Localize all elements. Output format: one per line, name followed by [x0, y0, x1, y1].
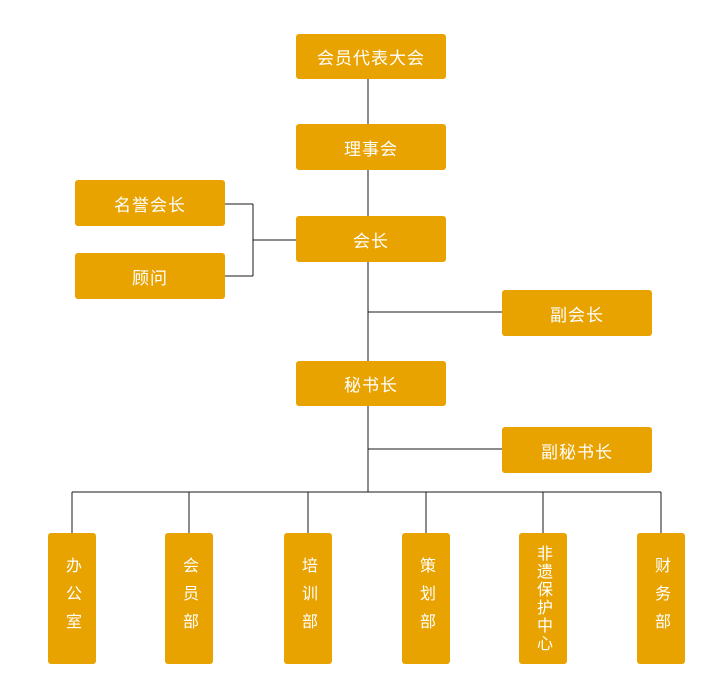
node-secretary-general-label: 秘书长 [344, 376, 398, 396]
node-vice-president: 副会长 [502, 290, 652, 336]
node-advisor-label: 顾问 [132, 268, 168, 289]
node-president-label: 会长 [353, 231, 389, 252]
dept-planning: 策划部 [402, 533, 450, 664]
dept-finance: 财务部 [637, 533, 685, 664]
node-council: 理事会 [296, 124, 446, 170]
node-council-label: 理事会 [344, 139, 398, 160]
dept-heritage-center: 非遗保护中心 [519, 533, 567, 664]
node-congress: 会员代表大会 [296, 34, 446, 79]
dept-heritage-center-label: 非遗保护中心 [534, 544, 553, 653]
node-secretary-general: 秘书长 [296, 361, 446, 406]
node-honorary-president: 名誉会长 [75, 180, 225, 226]
dept-membership-label: 会员部 [180, 556, 199, 641]
dept-planning-label: 策划部 [417, 556, 436, 641]
node-vice-president-label: 副会长 [550, 305, 604, 326]
node-president: 会长 [296, 216, 446, 262]
dept-membership: 会员部 [165, 533, 213, 664]
dept-office-label: 办公室 [63, 556, 82, 641]
node-advisor: 顾问 [75, 253, 225, 299]
node-deputy-secretary-general-label: 副秘书长 [541, 442, 613, 463]
dept-training-label: 培训部 [299, 556, 318, 641]
dept-finance-label: 财务部 [652, 556, 671, 641]
node-congress-label: 会员代表大会 [317, 49, 425, 69]
dept-training: 培训部 [284, 533, 332, 664]
node-honorary-president-label: 名誉会长 [114, 195, 186, 216]
node-deputy-secretary-general: 副秘书长 [502, 427, 652, 473]
dept-office: 办公室 [48, 533, 96, 664]
